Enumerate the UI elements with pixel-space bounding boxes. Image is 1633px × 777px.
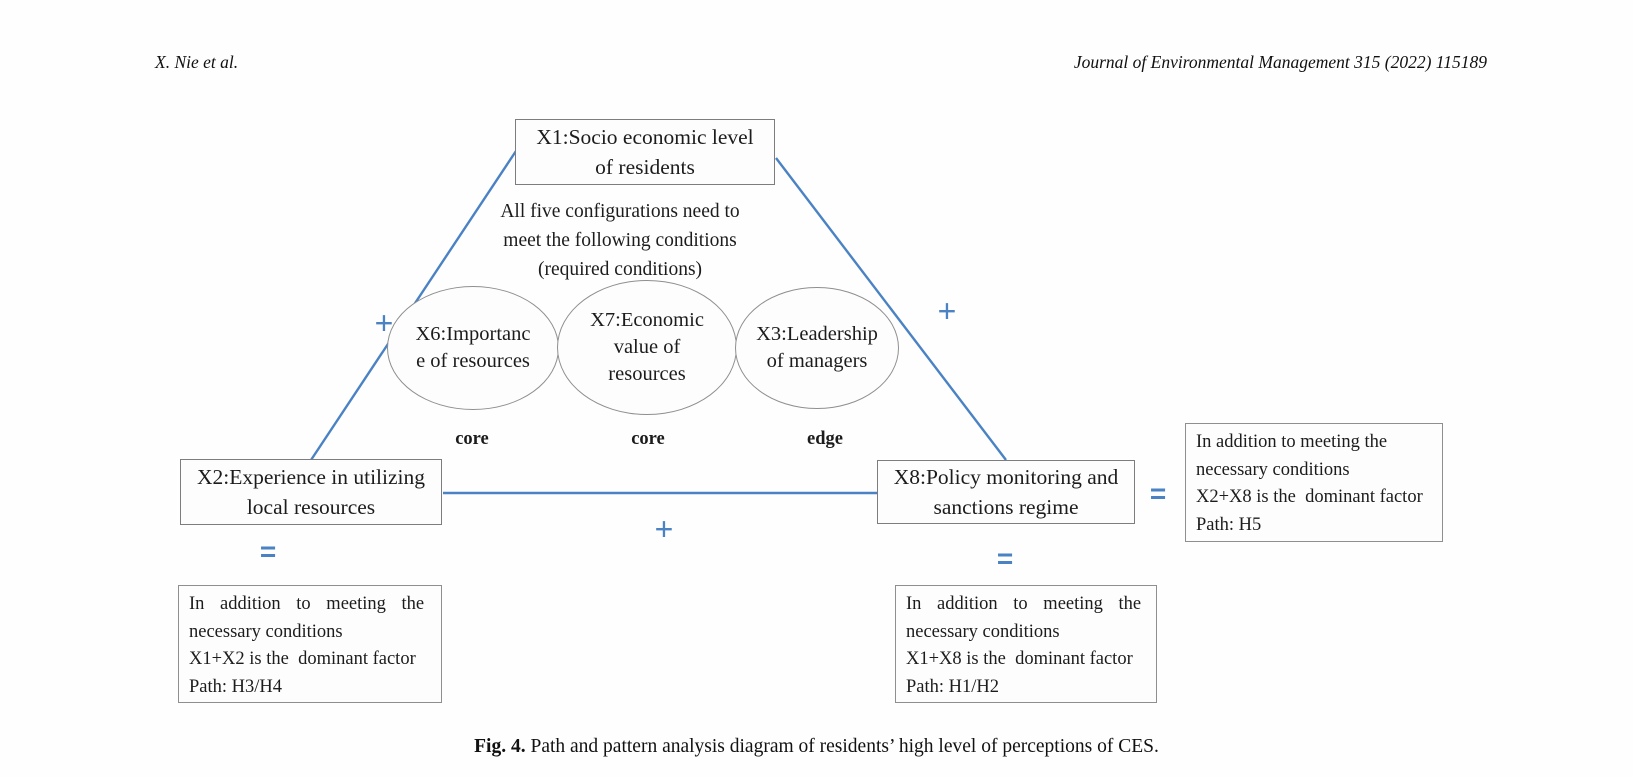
ellipse-x3: X3:Leadership of managers bbox=[735, 287, 899, 409]
note-x1x8-line: necessary conditions bbox=[906, 621, 1060, 642]
note-x1x2-box: In addition to meeting the necessary con… bbox=[178, 585, 442, 703]
figure-caption: Fig. 4. Path and pattern analysis diagra… bbox=[0, 736, 1633, 758]
required-conditions-line: (required conditions) bbox=[537, 259, 703, 280]
note-x1x8-line: X1+X8 is the dominant factor bbox=[906, 649, 1133, 669]
node-x2-line: local resources bbox=[246, 495, 376, 519]
node-x8-box: X8:Policy monitoring and sanctions regim… bbox=[877, 460, 1135, 524]
note-x1x8-line: Path: H1/H2 bbox=[906, 676, 1000, 697]
node-x2-line: X2:Experience in utilizing bbox=[196, 465, 426, 489]
journal-header: Journal of Environmental Management 315 … bbox=[1073, 52, 1487, 72]
plus-sign-x1-x2-edge: + bbox=[374, 305, 394, 341]
equals-sign-right-of-x8: = bbox=[1149, 478, 1167, 509]
ellipse-x7-line: X7:Economic bbox=[590, 309, 704, 331]
ellipse-x7: X7:Economic value of resources bbox=[557, 280, 737, 415]
equals-sign-below-x2: = bbox=[259, 536, 277, 567]
figure-caption-text: Path and pattern analysis diagram of res… bbox=[530, 736, 1159, 757]
node-x2-box: X2:Experience in utilizing local resourc… bbox=[180, 459, 442, 525]
note-x2x8-box: In addition to meeting the necessary con… bbox=[1185, 423, 1443, 542]
note-x1x8-box: In addition to meeting the necessary con… bbox=[895, 585, 1157, 703]
ellipse-x7-line: resources bbox=[608, 363, 686, 385]
figure-caption-label: Fig. 4. bbox=[474, 736, 526, 757]
ellipse-x6: X6:Importanc e of resources bbox=[387, 286, 559, 410]
node-x1-line: X1:Socio economic level bbox=[536, 125, 754, 149]
required-conditions-line: meet the following conditions bbox=[503, 230, 737, 251]
ellipse-x3-line: X3:Leadership bbox=[756, 323, 878, 345]
plus-sign-x2-x8-edge: + bbox=[654, 511, 674, 547]
node-x8-line: X8:Policy monitoring and bbox=[893, 465, 1119, 489]
node-x8-line: sanctions regime bbox=[933, 495, 1079, 519]
tag-core-x7: core bbox=[631, 429, 665, 449]
plus-sign-x1-x8-edge: + bbox=[937, 293, 957, 329]
required-conditions-line: All five configurations need to bbox=[500, 201, 740, 222]
note-x1x2-line: In addition to meeting the bbox=[189, 594, 425, 614]
node-x1-line: of residents bbox=[595, 155, 695, 179]
note-x2x8-line: In addition to meeting the bbox=[1196, 432, 1388, 452]
ellipse-x6-line: X6:Importanc bbox=[415, 323, 531, 345]
note-x2x8-line: necessary conditions bbox=[1196, 459, 1350, 480]
tag-edge-x3: edge bbox=[807, 429, 843, 449]
edge-line-x1-x8 bbox=[775, 157, 1007, 461]
note-x1x2-line: X1+X2 is the dominant factor bbox=[189, 649, 416, 669]
required-conditions-note: All five configurations need to meet the… bbox=[468, 197, 772, 284]
node-x1-box: X1:Socio economic level of residents bbox=[515, 119, 775, 185]
ellipse-x3-line: of managers bbox=[766, 350, 868, 372]
note-x1x2-line: Path: H3/H4 bbox=[189, 676, 283, 697]
note-x1x8-line: In addition to meeting the bbox=[906, 594, 1142, 614]
note-x2x8-line: X2+X8 is the dominant factor bbox=[1196, 487, 1423, 507]
author-header: X. Nie et al. bbox=[155, 52, 239, 72]
note-x2x8-line: Path: H5 bbox=[1196, 514, 1262, 535]
ellipse-x7-line: value of bbox=[613, 336, 681, 358]
tag-core-x6: core bbox=[455, 429, 489, 449]
note-x1x2-line: necessary conditions bbox=[189, 621, 343, 642]
equals-sign-below-x8: = bbox=[996, 543, 1014, 574]
ellipse-x6-line: e of resources bbox=[416, 350, 530, 372]
